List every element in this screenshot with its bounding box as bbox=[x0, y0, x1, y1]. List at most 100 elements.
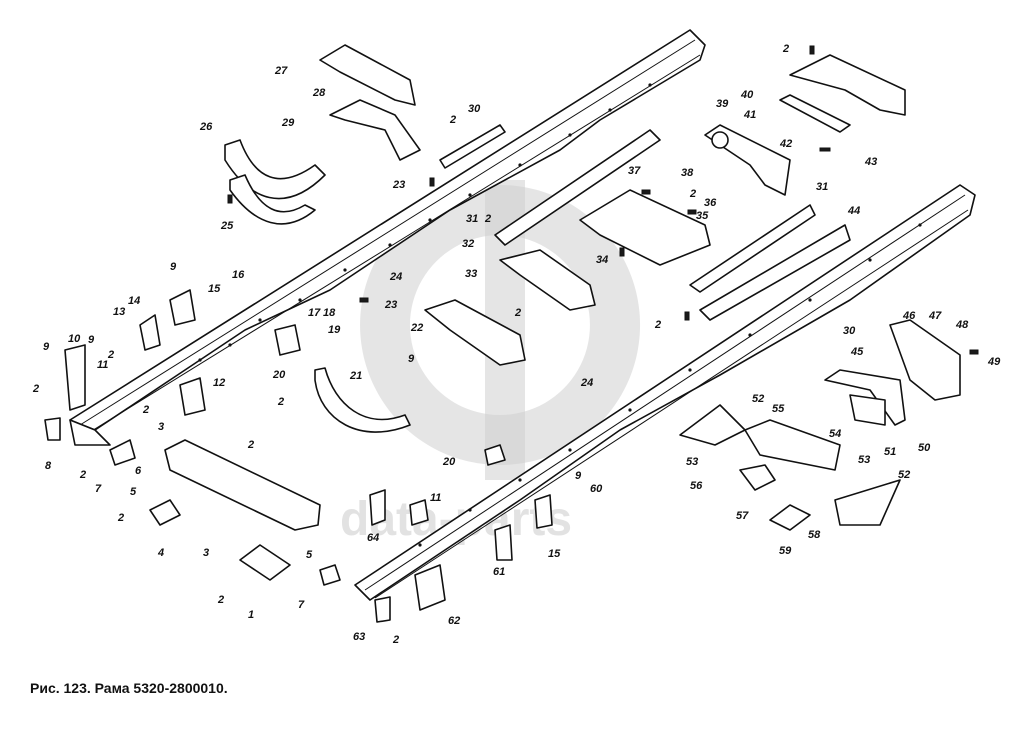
right-side-member bbox=[354, 184, 976, 601]
callout: 14 bbox=[128, 295, 140, 307]
callout: 39 bbox=[716, 98, 729, 110]
callout: 53 bbox=[858, 454, 870, 466]
bolts bbox=[227, 45, 979, 355]
callout: 31 bbox=[816, 181, 828, 193]
callout: 20 bbox=[442, 456, 456, 468]
callout: 43 bbox=[864, 156, 877, 168]
callout: 33 bbox=[465, 268, 477, 280]
callout: 20 bbox=[272, 369, 286, 381]
callout: 52 bbox=[752, 393, 764, 405]
callout: 9 bbox=[408, 353, 415, 365]
callout: 49 bbox=[987, 356, 1001, 368]
callout: 2 bbox=[484, 213, 491, 225]
callout: 30 bbox=[468, 103, 481, 115]
callout: 28 bbox=[312, 87, 326, 99]
bracket-39 bbox=[704, 124, 791, 196]
callout: 19 bbox=[328, 324, 341, 336]
callout: 41 bbox=[743, 109, 756, 121]
callout: 2 bbox=[107, 349, 114, 361]
callout: 25 bbox=[220, 220, 234, 232]
callout: 2 bbox=[654, 319, 661, 331]
callout: 32 bbox=[462, 238, 474, 250]
callout: 2 bbox=[32, 383, 39, 395]
callout: 42 bbox=[779, 138, 792, 150]
callout: 16 bbox=[232, 269, 245, 281]
callout: 9 bbox=[43, 341, 50, 353]
callout: 53 bbox=[686, 456, 698, 468]
callout: 50 bbox=[918, 442, 931, 454]
callout: 2 bbox=[782, 43, 789, 55]
cross-member-22 bbox=[424, 299, 526, 366]
callout: 9 bbox=[88, 334, 95, 346]
small-brackets bbox=[44, 289, 553, 623]
member-31-32 bbox=[494, 129, 661, 246]
callout: 7 bbox=[298, 599, 305, 611]
arched-bracket-21 bbox=[314, 367, 411, 433]
callout: 31 bbox=[466, 213, 478, 225]
callout: 5 bbox=[306, 549, 313, 561]
callout: 2 bbox=[117, 512, 124, 524]
callout: 45 bbox=[850, 346, 864, 358]
callout: 56 bbox=[690, 480, 703, 492]
callout: 17 bbox=[308, 307, 321, 319]
callout: 29 bbox=[281, 117, 295, 129]
callout: 2 bbox=[247, 439, 254, 451]
callout: 24 bbox=[389, 271, 402, 283]
left-side-member bbox=[69, 29, 706, 446]
callout: 6 bbox=[135, 465, 142, 477]
arched-bracket-26 bbox=[224, 139, 326, 225]
callout: 47 bbox=[928, 310, 942, 322]
channel-30-upper bbox=[439, 124, 506, 169]
callout: 11 bbox=[97, 359, 108, 371]
callout: 52 bbox=[898, 469, 910, 481]
plate-group-46-50 bbox=[824, 319, 961, 426]
callout: 46 bbox=[902, 310, 916, 322]
callout: 2 bbox=[79, 469, 86, 481]
callout: 48 bbox=[955, 319, 969, 331]
callout: 11 bbox=[430, 492, 441, 504]
callout: 2 bbox=[142, 404, 149, 416]
callout: 55 bbox=[772, 403, 785, 415]
callout: 64 bbox=[367, 532, 379, 544]
callout: 15 bbox=[548, 548, 561, 560]
callout: 2 bbox=[449, 114, 456, 126]
plate-1 bbox=[239, 544, 291, 581]
callout: 2 bbox=[689, 188, 696, 200]
callout: 5 bbox=[130, 486, 137, 498]
callout: 37 bbox=[628, 165, 641, 177]
callout: 3 bbox=[158, 421, 164, 433]
cross-member-27 bbox=[319, 44, 416, 106]
callout: 18 bbox=[323, 307, 336, 319]
callout: 61 bbox=[493, 566, 505, 578]
callout: 35 bbox=[696, 210, 709, 222]
callout: 3 bbox=[203, 547, 209, 559]
cross-member-29 bbox=[329, 99, 421, 161]
callout: 26 bbox=[199, 121, 213, 133]
callout: 63 bbox=[353, 631, 365, 643]
callout: 2 bbox=[514, 307, 521, 319]
callout: 23 bbox=[392, 179, 405, 191]
callout: 62 bbox=[448, 615, 460, 627]
callout: 7 bbox=[95, 483, 102, 495]
callout: 27 bbox=[274, 65, 288, 77]
callout: 44 bbox=[847, 205, 860, 217]
callout: 23 bbox=[384, 299, 397, 311]
plate-group-52-59 bbox=[679, 404, 901, 531]
plate-42 bbox=[779, 94, 851, 133]
member-31-right bbox=[689, 204, 816, 293]
callout-labels: 1 2 2 2 2 2 2 2 2 2 2 2 2 2 2 2 3 3 4 5 … bbox=[32, 43, 1001, 646]
callout: 59 bbox=[779, 545, 792, 557]
cross-member-37 bbox=[579, 189, 711, 266]
callout: 24 bbox=[580, 377, 593, 389]
callout: 34 bbox=[596, 254, 608, 266]
callout: 13 bbox=[113, 306, 125, 318]
callout: 12 bbox=[213, 377, 225, 389]
callout: 9 bbox=[170, 261, 177, 273]
callout: 1 bbox=[248, 609, 254, 621]
callout: 15 bbox=[208, 283, 221, 295]
callout: 30 bbox=[843, 325, 856, 337]
cross-member-33 bbox=[499, 249, 596, 311]
callout: 40 bbox=[740, 89, 754, 101]
callout: 57 bbox=[736, 510, 749, 522]
